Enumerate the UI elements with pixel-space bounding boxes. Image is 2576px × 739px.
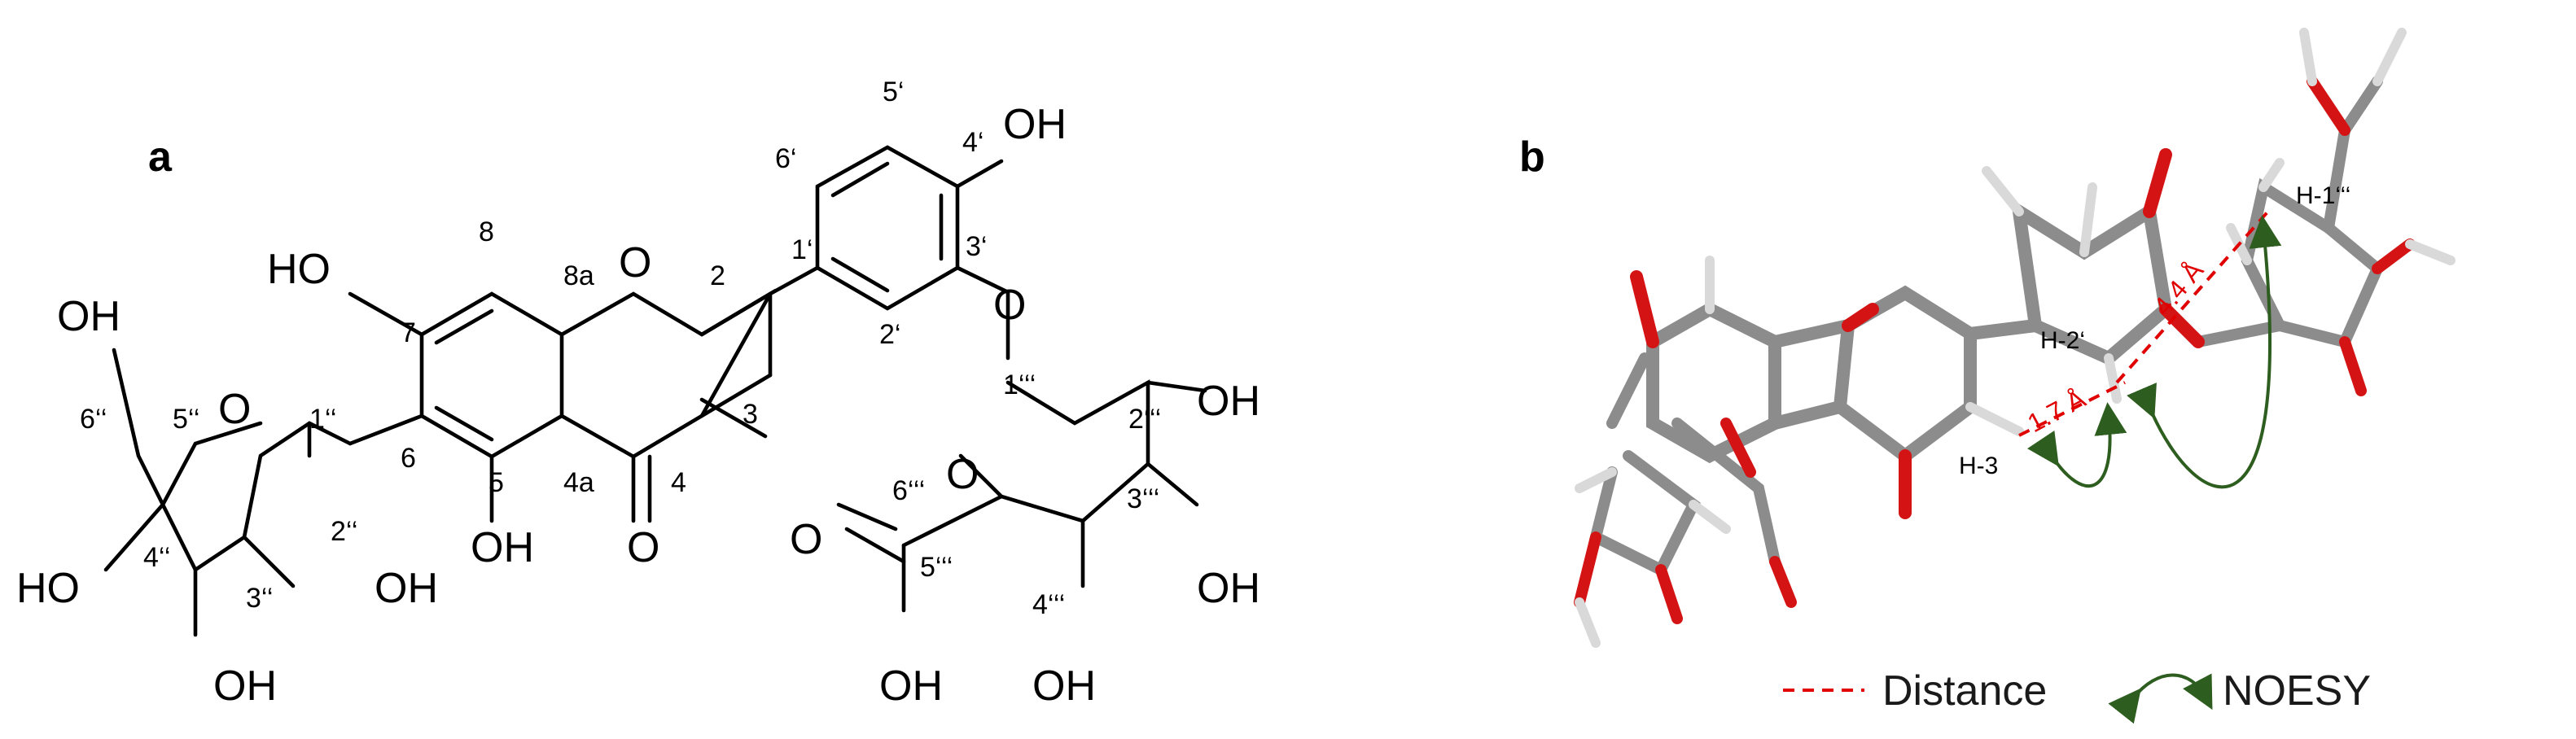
num-5p: 5‘: [883, 77, 904, 107]
stick-model: [1574, 28, 2456, 648]
num-2ppp: 2‘‘‘: [1128, 404, 1161, 435]
label-h2p: H-2‘: [2040, 327, 2085, 354]
num-3pp: 3‘‘: [246, 583, 273, 614]
num-6p: 6‘: [775, 143, 796, 174]
num-3p: 3‘: [966, 231, 987, 262]
num-4pp: 4‘‘: [143, 542, 170, 573]
distance-label-1: 1.7 Å: [2022, 383, 2090, 438]
legend-distance: Distance: [1882, 667, 2047, 715]
atom-oh-5: OH: [471, 524, 534, 571]
noesy-arrows: [2027, 215, 2282, 489]
panel-b: b: [1519, 28, 2456, 724]
atom-ho-4pp: HO: [16, 565, 80, 612]
atom-o-sugar: O: [218, 386, 251, 433]
num-4ppp: 4‘‘‘: [1032, 589, 1065, 620]
b-ring: [768, 145, 1010, 311]
num-7: 7: [401, 317, 416, 348]
num-2pp: 2‘‘: [331, 516, 357, 547]
legend: Distance NOESY: [1783, 667, 2371, 724]
num-3: 3: [743, 399, 758, 430]
atom-o-ring: O: [619, 239, 651, 286]
num-5: 5: [488, 467, 504, 498]
atom-oh-4ppp: OH: [1032, 662, 1096, 710]
num-4p: 4‘: [962, 127, 984, 158]
atom-oh-3ppp: OH: [1197, 565, 1260, 612]
atom-oh-acid: OH: [879, 662, 943, 710]
atom-ho-7: HO: [267, 246, 331, 293]
legend-noesy: NOESY: [2223, 667, 2371, 715]
chromone-core: [348, 288, 776, 523]
label-h3: H-3: [1959, 453, 1998, 479]
num-5pp: 5‘‘: [173, 404, 199, 435]
atom-o-carbonyl: O: [627, 524, 659, 571]
label-h1ppp: H-1‘‘‘: [2296, 182, 2350, 209]
atom-oh-2pp: OH: [375, 565, 438, 612]
num-5ppp: 5‘‘‘: [920, 552, 953, 583]
glucose-ring: [103, 348, 353, 637]
atom-oh-4p: OH: [1003, 101, 1067, 148]
num-8: 8: [479, 216, 494, 247]
num-4a: 4a: [563, 467, 594, 498]
num-6: 6: [401, 443, 416, 474]
atom-oh-3pp: OH: [213, 662, 277, 710]
atom-oh-2ppp: OH: [1197, 378, 1260, 425]
num-6pp: 6‘‘: [80, 404, 107, 435]
num-6ppp: 6‘‘‘: [892, 475, 925, 506]
num-2p: 2‘: [879, 319, 900, 350]
panel-a: a: [16, 77, 1260, 710]
num-1p: 1‘: [791, 234, 813, 265]
panel-b-label: b: [1519, 133, 1545, 181]
atom-o-acid: O: [790, 516, 822, 563]
num-2: 2: [710, 260, 725, 291]
atom-oh-6pp: OH: [57, 293, 120, 340]
num-1pp: 1‘‘: [309, 404, 336, 435]
num-8a: 8a: [563, 260, 594, 291]
panel-a-label: a: [148, 133, 173, 181]
num-1ppp: 1‘‘‘: [1003, 370, 1036, 400]
num-4: 4: [671, 467, 686, 498]
legend-noesy-swatch: [2108, 673, 2213, 724]
glucuronide-ring: [836, 290, 1207, 613]
atom-o-3p: O: [993, 282, 1026, 329]
atom-o-glucuronide: O: [946, 451, 979, 498]
num-3ppp: 3‘‘‘: [1127, 483, 1159, 514]
